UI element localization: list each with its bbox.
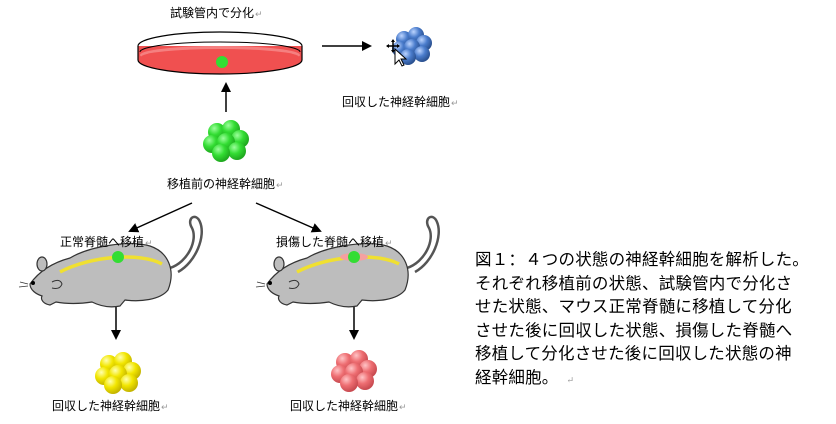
label-injured-spinal-transplant: 損傷した脊髄へ移植↵ bbox=[276, 235, 393, 249]
caption-line: 図１：４つの状態の神経幹細胞を解析した。 bbox=[475, 250, 809, 269]
paragraph-mark-icon: ↵ bbox=[145, 239, 153, 249]
caption-line: 移植して分化させた後に回収した状態の神 bbox=[475, 344, 792, 363]
collected-cell-cluster-pink bbox=[331, 350, 377, 392]
paragraph-mark-icon: ↵ bbox=[385, 239, 393, 249]
caption-line: させた後に回収した状態、損傷した脊髄へ bbox=[475, 320, 793, 340]
mouse-injured-spinal-cord bbox=[255, 215, 440, 308]
paragraph-mark-icon: ↵ bbox=[399, 403, 407, 413]
paragraph-mark-icon: ↵ bbox=[566, 375, 575, 386]
label-collected-left: 回収した神経幹細胞↵ bbox=[52, 399, 169, 413]
paragraph-mark-icon: ↵ bbox=[451, 99, 459, 109]
caption-line: 経幹細胞。↵ bbox=[475, 367, 575, 387]
label-pre-transplant: 移植前の神経幹細胞↵ bbox=[167, 177, 284, 191]
arrow-pre-to-injured bbox=[255, 202, 322, 233]
pre-transplant-cell-cluster-green bbox=[203, 120, 249, 162]
paragraph-mark-icon: ↵ bbox=[276, 181, 284, 191]
petri-dish bbox=[137, 31, 303, 75]
label-collected-top: 回収した神経幹細胞↵ bbox=[342, 95, 459, 109]
collected-cell-cluster-yellow bbox=[95, 352, 141, 394]
paragraph-mark-icon: ↵ bbox=[255, 10, 263, 20]
paragraph-mark-icon: ↵ bbox=[161, 403, 169, 413]
caption-line: それぞれ移植前の状態、試験管内で分化さ bbox=[475, 273, 793, 293]
arrow-pre-to-normal bbox=[128, 202, 193, 233]
label-in-vitro-differentiation: 試験管内で分化↵ bbox=[170, 6, 263, 20]
mouse-normal-spinal-cord bbox=[18, 215, 203, 308]
collected-cell-cluster-blue bbox=[392, 27, 432, 65]
green-cell-in-dish bbox=[216, 56, 228, 68]
label-normal-spinal-transplant: 正常脊髄へ移植↵ bbox=[60, 235, 153, 249]
label-collected-right: 回収した神経幹細胞↵ bbox=[290, 399, 407, 413]
mouse-cursor-icon bbox=[386, 39, 408, 67]
figure-caption: 図１：４つの状態の神経幹細胞を解析した。 それぞれ移植前の状態、試験管内で分化さ… bbox=[475, 248, 835, 393]
caption-line: せた状態、マウス正常脊髄に移植して分化 bbox=[475, 297, 792, 316]
